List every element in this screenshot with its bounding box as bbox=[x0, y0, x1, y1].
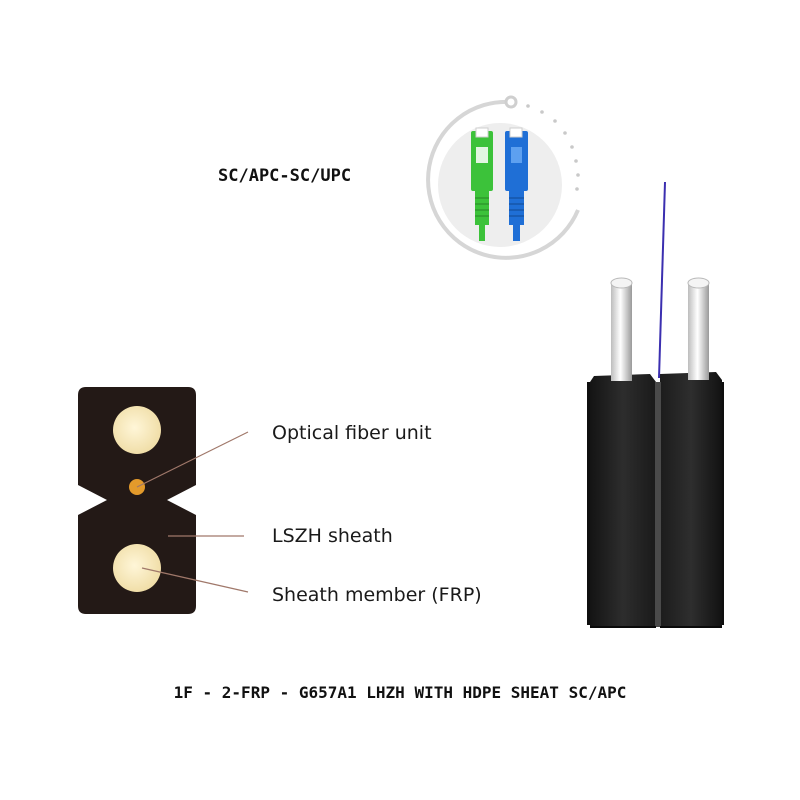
connector-label: SC/APC-SC/UPC bbox=[218, 166, 352, 186]
frp-rod-right bbox=[687, 277, 710, 380]
leader-lines bbox=[136, 431, 249, 593]
frp-member-top bbox=[113, 406, 161, 454]
sc-apc-connector-icon bbox=[471, 127, 493, 241]
cable-cross-section bbox=[78, 387, 196, 614]
product-title: 1F - 2-FRP - G657A1 LHZH WITH HDPE SHEAT… bbox=[173, 683, 627, 702]
connector-badge bbox=[426, 95, 580, 260]
badge-ring bbox=[426, 99, 580, 260]
lszh-sheath-shape bbox=[78, 387, 196, 614]
badge-dotted-arc bbox=[526, 104, 580, 191]
frp-rod-left bbox=[610, 277, 633, 381]
callout-lszh-sheath: LSZH sheath bbox=[272, 525, 393, 547]
leader-frp bbox=[141, 567, 249, 593]
badge-disc bbox=[438, 123, 562, 247]
exposed-fiber bbox=[658, 181, 666, 379]
frp-member-bottom bbox=[113, 544, 161, 592]
leader-fiber bbox=[136, 431, 249, 488]
drop-cable-render bbox=[587, 181, 724, 628]
callout-sheath-member: Sheath member (FRP) bbox=[272, 584, 482, 606]
callout-optical-fiber-unit: Optical fiber unit bbox=[272, 422, 432, 444]
sc-upc-connector-icon bbox=[505, 127, 528, 241]
badge-dot bbox=[504, 95, 518, 109]
